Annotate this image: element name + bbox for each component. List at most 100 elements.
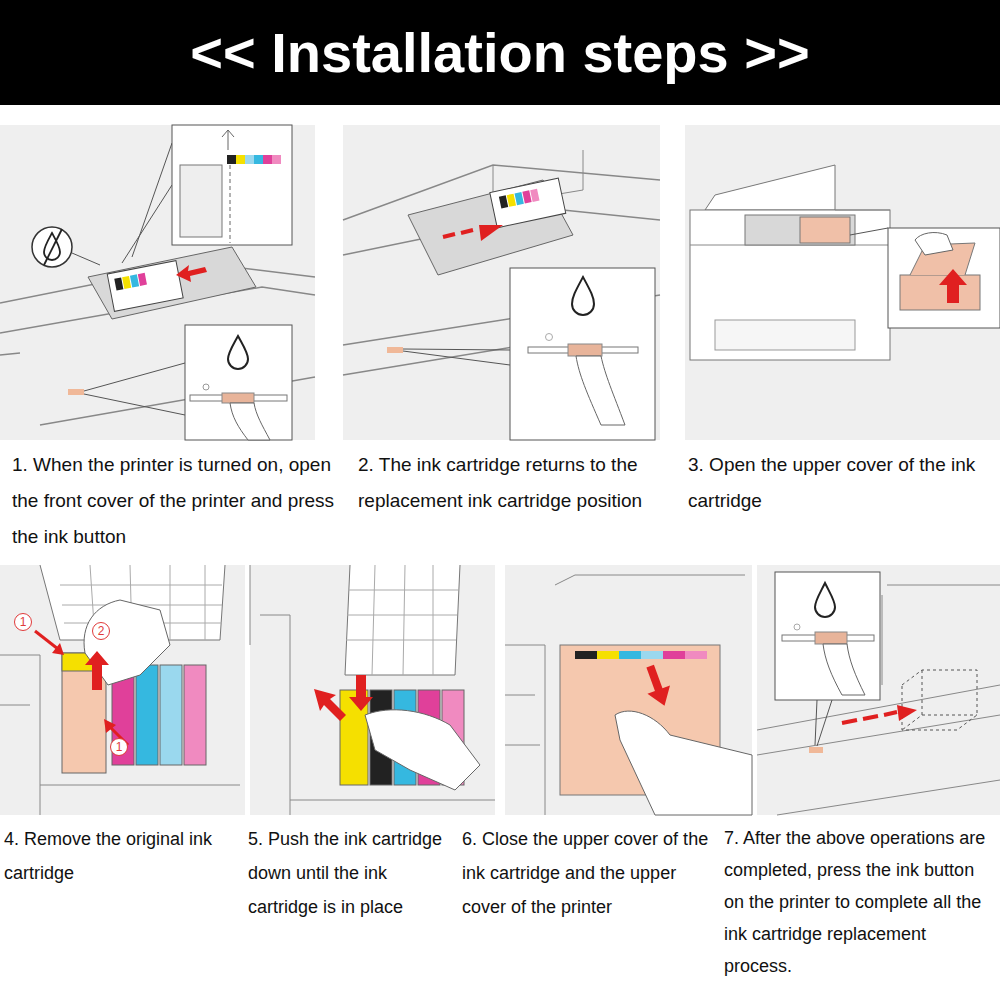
illustration-part [222, 393, 254, 403]
step-5-picture [250, 565, 495, 815]
illustration-part [52, 643, 64, 655]
illustration-part [88, 247, 256, 319]
illustration-part [619, 651, 641, 659]
illustration-part [809, 747, 823, 753]
illustration-part [575, 651, 597, 659]
illustration-part [490, 178, 566, 228]
step-2-picture [343, 125, 660, 440]
illustration-part [663, 651, 685, 659]
illustration-part [555, 575, 745, 585]
illustration-part [757, 565, 1000, 815]
illustration-part [443, 230, 473, 237]
title-band [0, 0, 1000, 105]
illustration-part [230, 403, 270, 440]
illustration-part [250, 565, 495, 815]
illustration-part [114, 277, 123, 290]
illustration-part [107, 261, 183, 312]
illustration-part [572, 277, 594, 315]
illustration-part [815, 583, 835, 617]
illustration-part [900, 275, 980, 310]
illustration-part [510, 268, 655, 440]
illustration-part [84, 363, 185, 415]
step-4-picture [0, 565, 245, 815]
illustration-part [794, 624, 800, 630]
callout-circle: 1 [14, 613, 32, 631]
illustration-part [690, 210, 890, 360]
illustration-part [203, 384, 209, 390]
illustration-part [32, 227, 72, 267]
step-7-picture [757, 565, 1000, 815]
illustration-part [387, 347, 403, 353]
illustration-part [272, 155, 281, 164]
illustration-part [522, 190, 531, 203]
illustration-part [160, 665, 182, 765]
illustration-part [35, 631, 58, 649]
illustration-part [499, 195, 508, 208]
illustration-part [0, 655, 40, 815]
illustration-part [490, 178, 566, 228]
step-text: 4. Remove the original ink cartridge [4, 822, 244, 890]
illustration-part [685, 125, 1000, 440]
step-caption: 5. Push the ink cartridge down until the… [248, 822, 460, 924]
illustration-part [172, 125, 292, 245]
illustration-part [505, 565, 752, 815]
illustration-part [576, 356, 625, 425]
callout-circle: 2 [92, 622, 110, 640]
illustration-part [568, 344, 602, 356]
illustration-part [597, 651, 619, 659]
step-text: 7. After the above operations are comple… [724, 822, 996, 982]
illustration-part [685, 651, 707, 659]
illustration-part [349, 675, 373, 711]
illustration-part [122, 143, 172, 263]
illustration-part [800, 217, 850, 243]
step-caption: 3. Open the upper cover of the ink cartr… [688, 447, 996, 519]
illustration-part [343, 125, 660, 440]
illustration-part [227, 155, 236, 164]
illustration-part [897, 705, 917, 721]
illustration-part [236, 155, 245, 164]
illustration-part [0, 565, 245, 815]
step-text: 3. Open the upper cover of the ink cartr… [688, 447, 996, 519]
illustration-part [345, 565, 460, 675]
illustration-part [222, 130, 234, 150]
illustration-part [507, 194, 516, 207]
step-caption: 6. Close the upper cover of the ink cart… [462, 822, 722, 924]
callout-circle: 1 [110, 738, 128, 756]
step-1-picture [0, 125, 315, 440]
step-text: 1. When the printer is turned on, open t… [12, 447, 354, 555]
illustration-part [314, 689, 346, 721]
illustration-part [775, 572, 880, 700]
illustration-part [138, 273, 147, 286]
illustration-part [136, 665, 158, 765]
illustration-part [815, 632, 847, 644]
illustration-part [815, 700, 832, 746]
illustration-part [515, 192, 524, 205]
illustration-part [690, 210, 890, 245]
illustration-part [939, 269, 967, 303]
step-text: 2. The ink cartridge returns to the repl… [358, 447, 680, 519]
illustration-part [245, 155, 254, 164]
illustration-part [228, 336, 248, 369]
illustration-part [122, 276, 131, 289]
step-3-picture [685, 125, 1000, 440]
step-caption: 2. The ink cartridge returns to the repl… [358, 447, 680, 519]
illustration-part [254, 155, 263, 164]
illustration-part [842, 712, 897, 723]
illustration-part [185, 325, 292, 440]
illustration-part [107, 261, 183, 312]
illustration-part [639, 662, 676, 710]
illustration-part [72, 253, 100, 265]
illustration-part [479, 225, 503, 241]
illustration-part [184, 665, 206, 765]
illustration-part [888, 228, 1000, 328]
illustration-part [104, 719, 116, 733]
illustration-part [250, 565, 290, 815]
illustration-part [530, 189, 539, 202]
illustration-part [705, 165, 835, 210]
step-caption: 4. Remove the original ink cartridge [4, 822, 244, 890]
step-caption: 7. After the above operations are comple… [724, 822, 996, 982]
title: << Installation steps >> [190, 20, 809, 85]
illustration-part [40, 785, 240, 786]
illustration-part [902, 670, 977, 730]
